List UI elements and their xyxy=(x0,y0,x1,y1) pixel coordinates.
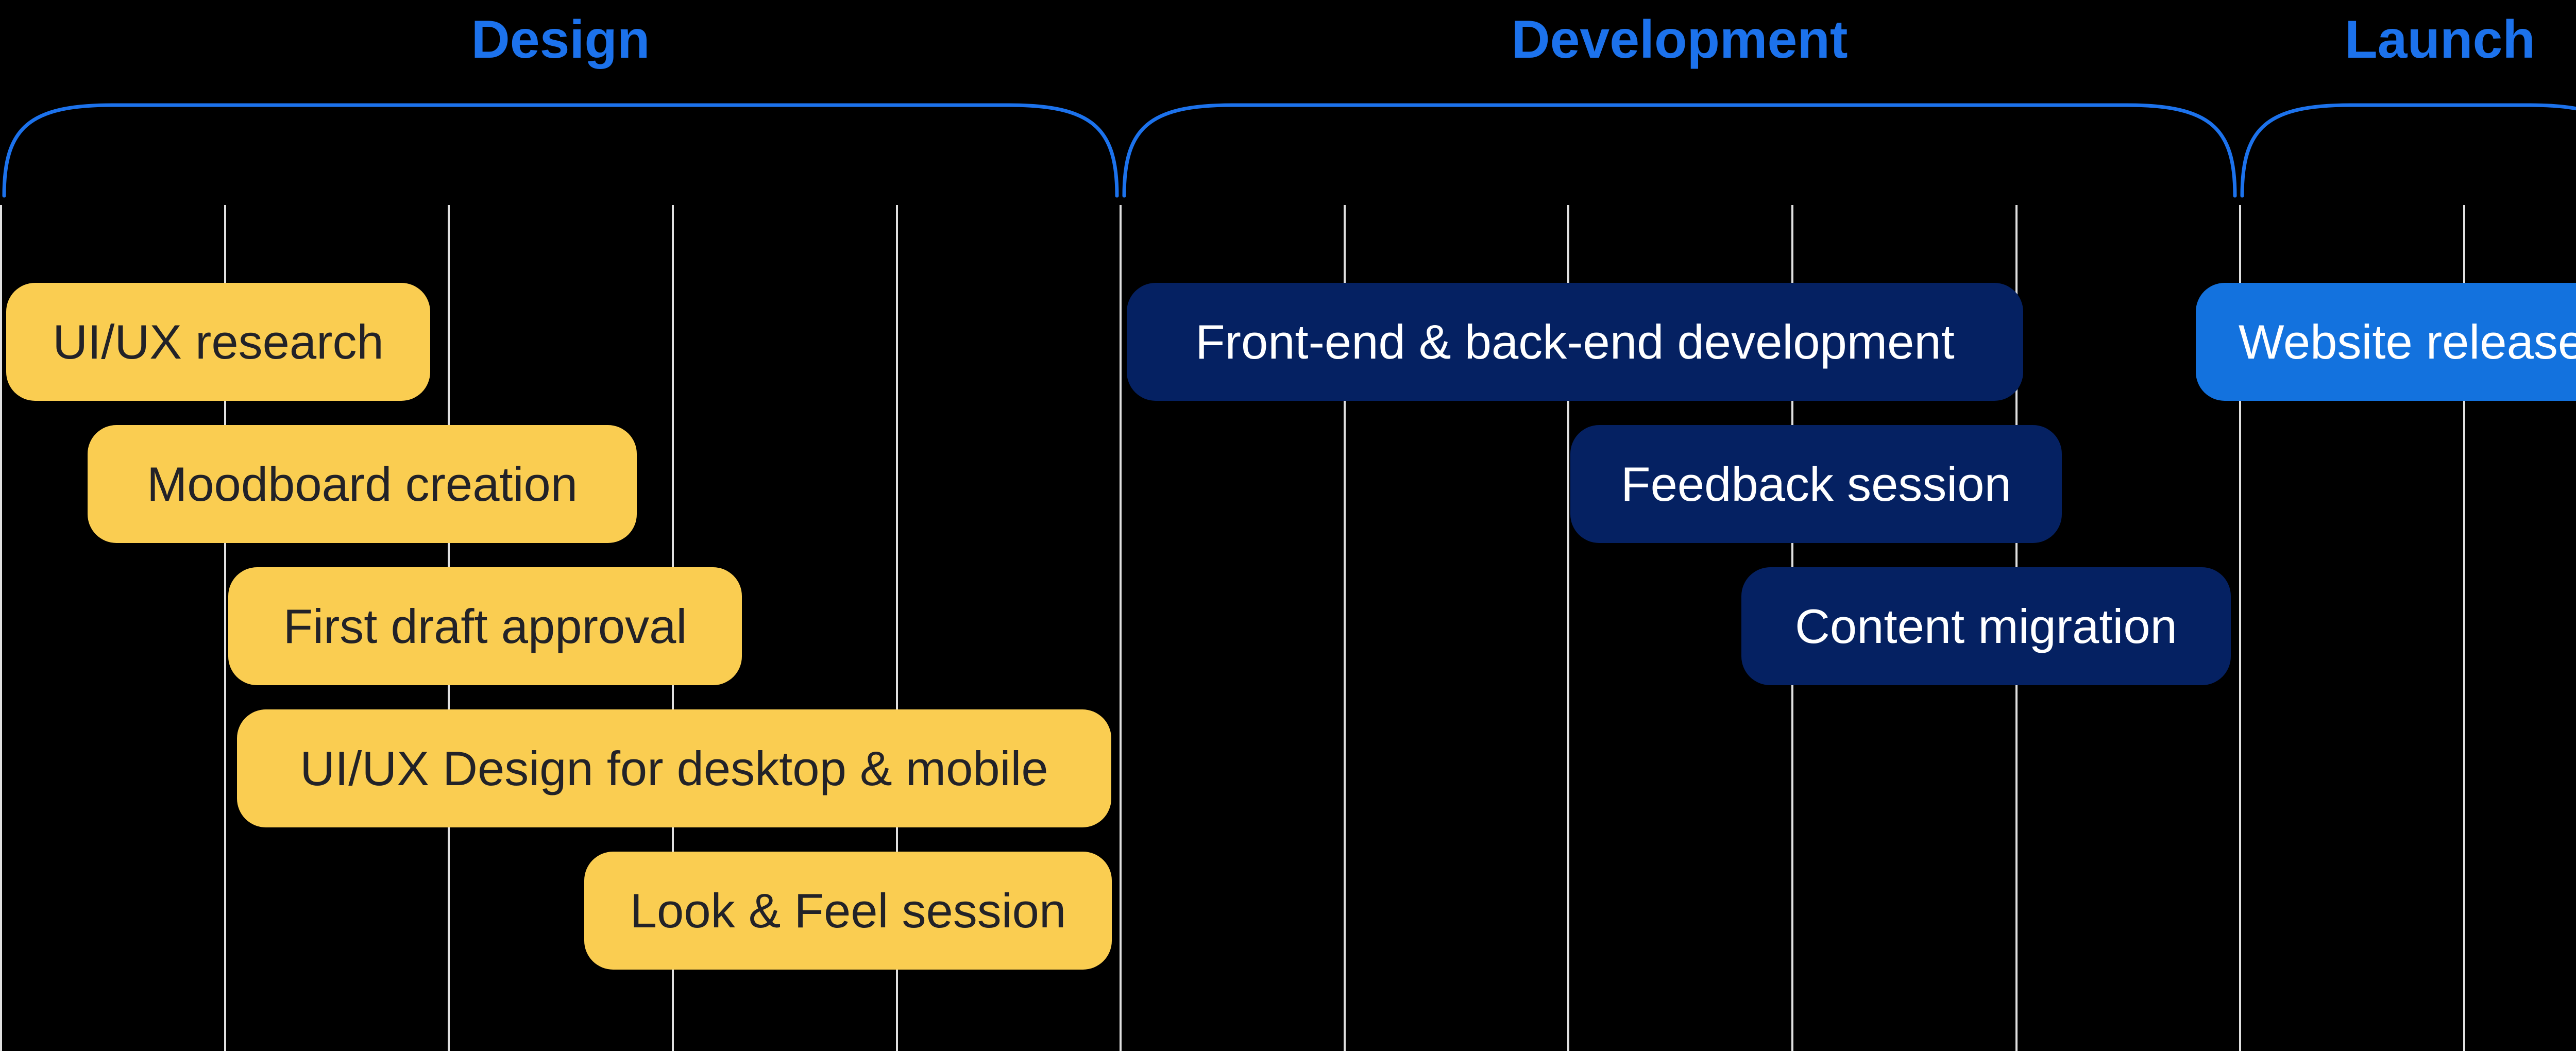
task-bar-ui-ux-research: UI/UX research xyxy=(6,283,430,401)
gridline xyxy=(224,205,226,1051)
phase-brace-launch xyxy=(2240,103,2576,198)
gridline xyxy=(896,205,898,1051)
task-bar-first-draft-approval: First draft approval xyxy=(228,567,742,685)
task-bar-website-release: Website release xyxy=(2196,283,2576,401)
phase-brace-design xyxy=(2,103,1119,198)
gridline xyxy=(0,205,2,1051)
phase-brace-development xyxy=(1122,103,2237,198)
task-bar-look-feel-session: Look & Feel session xyxy=(584,852,1112,970)
gridline xyxy=(1120,205,1122,1051)
task-bar-ui-ux-design-for-desktop-mobile: UI/UX Design for desktop & mobile xyxy=(237,709,1111,827)
phase-label-development: Development xyxy=(1511,10,1848,70)
gridline xyxy=(1344,205,1346,1051)
phase-label-design: Design xyxy=(471,10,650,70)
gridline xyxy=(1567,205,1569,1051)
task-bar-moodboard-creation: Moodboard creation xyxy=(88,425,637,543)
gridline xyxy=(2463,205,2465,1051)
gridline xyxy=(2239,205,2241,1051)
phase-braces-layer xyxy=(2,103,2576,198)
task-bar-front-end-back-end-development: Front-end & back-end development xyxy=(1127,283,2023,401)
phase-label-launch: Launch xyxy=(2345,10,2535,70)
task-bar-content-migration: Content migration xyxy=(1741,567,2231,685)
task-bar-feedback-session: Feedback session xyxy=(1570,425,2062,543)
